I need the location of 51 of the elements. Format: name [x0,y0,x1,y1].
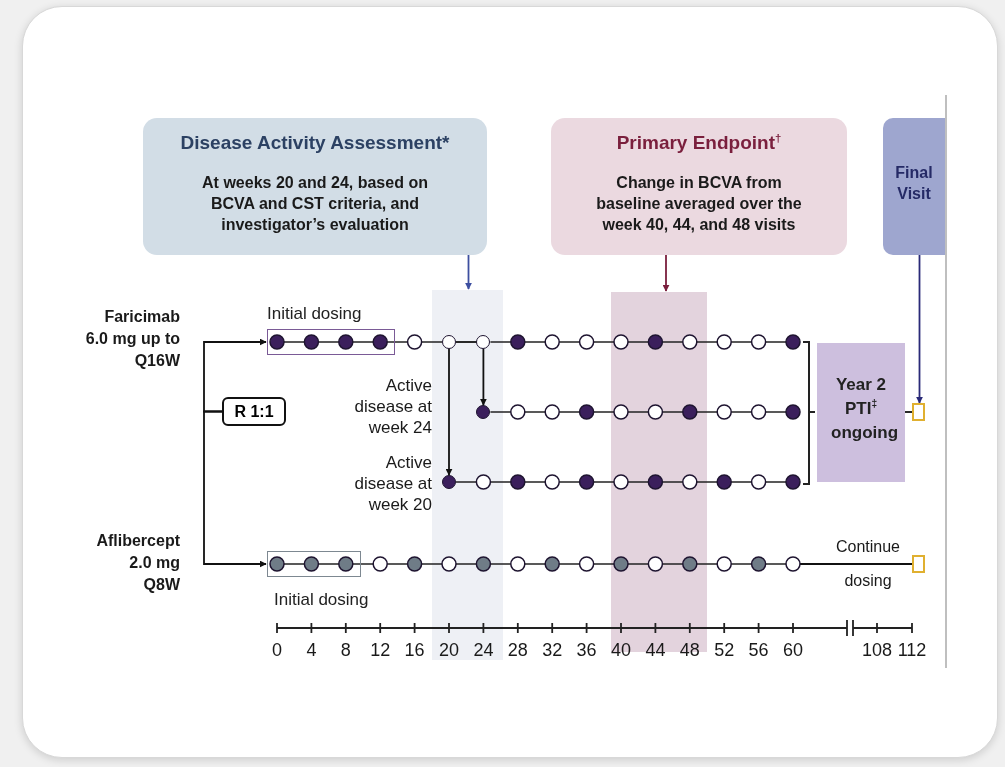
dose-dot [442,475,456,489]
tick-label: 20 [438,640,460,660]
dose-dot [442,335,456,349]
panel-title: Disease Activity Assessment* [179,132,451,154]
final-visit-marker [912,555,925,573]
arm-label: Aflibercept 2.0 mg Q8W [95,531,180,595]
arrow [662,254,670,292]
tick-label: 36 [575,640,598,660]
tick-label: 8 [339,640,352,660]
tick-label: 32 [541,640,564,660]
tick-label: 108 [860,640,893,660]
tick-label: 48 [678,640,701,660]
tick-label: 0 [271,640,283,660]
panel-description: At weeks 20 and 24, based on BCVA and CST criteria, and investigator’s evaluation [201,173,429,235]
phase-label: Initial dosing [267,304,362,324]
edge-label: Continue dosing [834,537,901,591]
info-panel [143,118,487,255]
tick-label: 56 [747,640,770,660]
dose-dot [476,335,491,349]
tick-label: 112 [896,640,928,660]
tick-label: 40 [610,640,632,660]
tick-label: 12 [369,640,392,660]
panel-title: Primary Endpoint$^{†}$ [615,132,783,154]
dose-dot [476,405,491,419]
highlight-band [432,290,503,660]
tick-label: 28 [506,640,529,660]
final-visit-marker [912,403,925,421]
randomization-box: R 1:1 [222,397,286,426]
connector-line [799,563,913,565]
arrow [479,348,487,406]
year-2-panel: Year 2 PTI$^{‡}$ ongoing [817,343,905,482]
branch-label: Active disease at week 20 [353,452,432,515]
final-visit-panel: Final Visit [883,118,945,255]
arrow [203,338,267,413]
info-panel [551,118,847,255]
tick-label: 24 [472,640,495,660]
tick-label: 60 [782,640,804,660]
arrow [916,254,923,404]
panel-description: Change in BCVA from baseline averaged over the week 40, 44, and 48 visits [595,173,803,235]
arrow [465,254,472,290]
phase-label: Initial dosing [274,590,369,610]
arrow [445,348,453,476]
arm-label: Faricimab 6.0 mg up to Q16W [84,307,180,371]
branch-label: Active disease at week 24 [353,375,432,438]
connector-line [904,411,913,413]
tick-label: 16 [403,640,426,660]
tick-label: 44 [644,640,667,660]
arrow [203,410,267,568]
tick-label: 4 [305,640,318,660]
tick-label: 52 [713,640,736,660]
connector-line [455,341,478,343]
